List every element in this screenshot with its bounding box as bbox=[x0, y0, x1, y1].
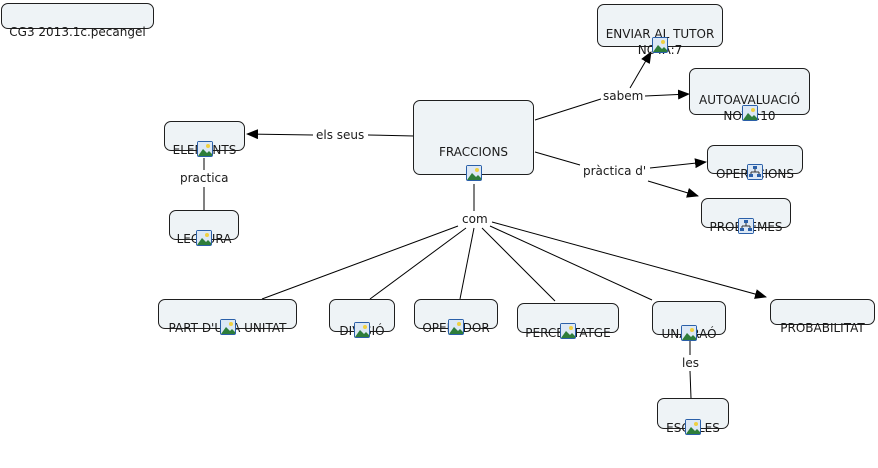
link-label-els-seus[interactable]: els seus bbox=[314, 128, 367, 142]
concept-elements[interactable]: ELEMENTS bbox=[164, 121, 245, 157]
concept-lectura[interactable]: LECTURA bbox=[169, 210, 239, 246]
concept-fraccions[interactable]: FRACCIONS bbox=[413, 100, 534, 181]
link-label-les[interactable]: les bbox=[680, 356, 701, 370]
link-line bbox=[246, 129, 314, 140]
concept-links bbox=[203, 51, 767, 399]
map-title-node[interactable]: CG3 2013.1c.pecangel bbox=[1, 3, 154, 39]
link-line bbox=[644, 89, 690, 100]
image-icon[interactable] bbox=[219, 319, 236, 335]
link-line bbox=[481, 227, 556, 302]
link-line bbox=[534, 97, 605, 121]
concept-escales[interactable]: ESCALES bbox=[657, 398, 729, 435]
link-line bbox=[689, 370, 692, 399]
link-line bbox=[367, 134, 415, 137]
concept-divisio[interactable]: DIVISIÓ bbox=[329, 299, 395, 338]
concept-enviar-al-tutor[interactable]: ENVIAR AL TUTOR NOTA:7 bbox=[597, 4, 723, 57]
link-label-com[interactable]: com bbox=[460, 212, 490, 226]
concept-operacions[interactable]: OPERACIONS bbox=[707, 145, 803, 181]
concept-label: ENVIAR AL TUTOR NOTA:7 bbox=[605, 27, 715, 57]
link-line bbox=[369, 227, 467, 300]
concept-problemes[interactable]: PROBLEMES bbox=[701, 198, 791, 234]
image-icon[interactable] bbox=[354, 322, 370, 338]
image-icon[interactable] bbox=[560, 323, 576, 339]
concept-autoavaluacio[interactable]: AUTOAVALUACIÓ NOTA:10 bbox=[689, 68, 810, 123]
link-line bbox=[647, 180, 699, 198]
concept-operador[interactable]: OPERADOR bbox=[414, 299, 498, 335]
concept-percentatge[interactable]: PERCENTATGE bbox=[517, 303, 619, 340]
link-line bbox=[649, 158, 707, 169]
image-icon[interactable] bbox=[465, 165, 482, 181]
image-icon[interactable] bbox=[685, 419, 701, 435]
concept-una-rao[interactable]: UNA RAÓ bbox=[652, 301, 726, 341]
link-label-practica[interactable]: practica bbox=[178, 171, 231, 185]
image-icon[interactable] bbox=[196, 230, 212, 246]
image-icon[interactable] bbox=[681, 325, 697, 341]
link-line bbox=[491, 221, 767, 299]
concept-map-icon[interactable] bbox=[747, 164, 763, 180]
concept-label: UNA RAÓ bbox=[661, 327, 717, 341]
link-line bbox=[489, 225, 653, 301]
concept-label: PROBABILITAT bbox=[780, 321, 865, 335]
link-line bbox=[629, 51, 652, 89]
map-title: CG3 2013.1c.pecangel bbox=[9, 25, 146, 39]
image-icon[interactable] bbox=[196, 141, 213, 157]
image-icon[interactable] bbox=[652, 37, 668, 53]
link-label-sabem[interactable]: sabem bbox=[601, 89, 646, 103]
link-line bbox=[261, 225, 459, 300]
concept-probabilitat[interactable]: PROBABILITAT bbox=[770, 299, 875, 335]
image-icon[interactable] bbox=[741, 105, 758, 121]
link-line bbox=[534, 151, 581, 166]
concept-map-icon[interactable] bbox=[738, 218, 754, 234]
link-label-practica-d[interactable]: pràctica d' bbox=[581, 164, 649, 178]
concept-part-duna-unitat[interactable]: PART D'UNA UNITAT bbox=[158, 299, 297, 335]
image-icon[interactable] bbox=[448, 319, 464, 335]
concept-label: FRACCIONS bbox=[438, 145, 509, 159]
link-line bbox=[459, 227, 475, 300]
